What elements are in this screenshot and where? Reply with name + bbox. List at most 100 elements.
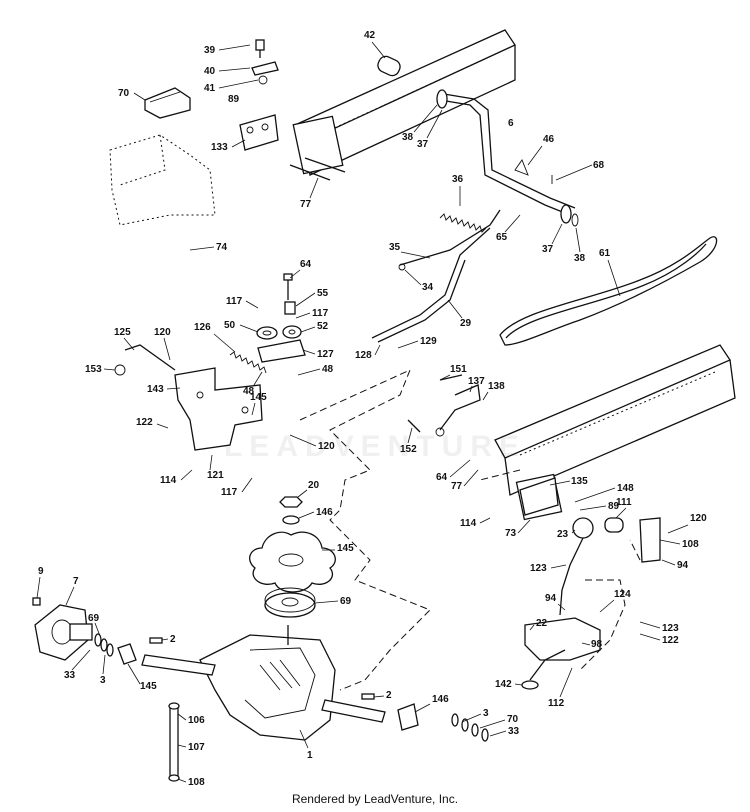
callout-20: 20 [308, 480, 320, 491]
callout-labels: 6 39 40 41 42 70 89 133 77 38 37 46 68 3… [36, 30, 707, 788]
callout-145-a: 145 [140, 681, 157, 692]
bolts-77 [289, 157, 346, 181]
credit-footer: Rendered by LeadVenture, Inc. [291, 792, 459, 806]
callout-114-b: 114 [460, 518, 477, 529]
callout-122: 122 [136, 417, 153, 428]
callout-68: 68 [593, 160, 605, 171]
callout-130: 128 [355, 350, 372, 361]
callout-40: 40 [204, 66, 216, 77]
callout-38-b: 38 [574, 253, 586, 264]
washers-right [451, 713, 489, 742]
rod-127 [114, 344, 176, 376]
callout-147: 146 [316, 507, 333, 518]
cover-70 [144, 87, 191, 119]
nut-20 [279, 496, 303, 508]
pulley-52 [282, 325, 302, 339]
callout-107: 107 [188, 742, 205, 753]
bushing-42 [377, 55, 401, 77]
callout-9: 9 [38, 566, 44, 577]
callout-58: 64 [436, 472, 448, 483]
callout-39: 39 [204, 45, 216, 56]
callout-35: 35 [389, 242, 401, 253]
fan-146 [249, 531, 336, 593]
key-2-right [361, 693, 375, 700]
spring-36 [439, 213, 487, 233]
callout-2-b: 2 [386, 690, 392, 701]
belt-56 [499, 236, 718, 346]
callout-69-b: 70 [507, 714, 519, 725]
hood-outline [109, 134, 216, 226]
callout-127: 125 [114, 327, 131, 338]
upper-frame-rail [292, 29, 516, 176]
callout-120-c: 120 [690, 513, 707, 524]
callout-112: 112 [548, 698, 565, 709]
callout-111: 111 [616, 497, 632, 508]
callout-126: 124 [614, 589, 631, 600]
callout-129: 127 [317, 349, 334, 360]
arm-129 [257, 339, 306, 363]
callout-148: 148 [617, 483, 634, 494]
callout-34: 34 [422, 282, 434, 293]
callout-146: 145 [337, 543, 354, 554]
callout-152: 152 [400, 444, 417, 455]
callout-6: 6 [508, 118, 514, 129]
callout-131: 129 [420, 336, 437, 347]
callout-89-b: 89 [608, 501, 620, 512]
bracket-132 [239, 114, 279, 151]
callout-133: 135 [571, 476, 588, 487]
spacer-55 [284, 301, 296, 315]
transaxle-1 [199, 625, 336, 741]
callout-48-b: 48 [322, 364, 334, 375]
callout-121: 121 [207, 470, 224, 481]
bolt-151 [439, 374, 463, 381]
callout-23: 23 [557, 529, 569, 540]
callout-55: 55 [317, 288, 329, 299]
callout-89-a: 89 [228, 94, 240, 105]
link-135 [435, 384, 481, 437]
plate-22 [524, 617, 601, 661]
callout-33-a: 33 [64, 670, 76, 681]
rod-107 [168, 702, 180, 782]
callout-7: 7 [73, 576, 79, 587]
callout-77-b: 77 [451, 481, 463, 492]
callout-123: 123 [530, 563, 547, 574]
rod-35 [398, 209, 501, 271]
callout-77-a: 77 [300, 199, 312, 210]
callout-142: 143 [147, 384, 164, 395]
callout-143: 145 [250, 392, 267, 403]
callout-22: 22 [536, 618, 548, 629]
watermark: LEADVENTURE [223, 430, 526, 463]
callout-128: 126 [194, 322, 211, 333]
arm-133 [519, 477, 559, 516]
callout-1: 1 [307, 750, 313, 761]
axle-left [141, 654, 216, 676]
callout-117-c: 117 [221, 487, 238, 498]
callout-56: 61 [599, 248, 611, 259]
callout-153: 153 [85, 364, 102, 375]
callout-37-b: 37 [542, 244, 554, 255]
callout-48-a: 48 [243, 386, 255, 397]
callout-120-b: 120 [318, 441, 335, 452]
bracket-98 [639, 517, 661, 563]
callout-151: 151 [450, 364, 467, 375]
callout-117-a: 117 [226, 296, 243, 307]
callout-125: 123 [662, 623, 679, 634]
callout-69-a: 69 [88, 613, 100, 624]
rod-138 [521, 649, 566, 690]
callout-70: 70 [118, 88, 130, 99]
lever-123 [559, 537, 584, 616]
callout-94-a: 94 [545, 593, 557, 604]
callout-106: 106 [188, 715, 205, 726]
hub-7 [34, 604, 93, 661]
spring-128 [229, 351, 267, 374]
callout-132: 133 [211, 142, 228, 153]
washer-147 [282, 515, 300, 525]
key-2-left [149, 637, 163, 644]
callout-3-b: 3 [483, 708, 489, 719]
callout-137: 138 [488, 381, 505, 392]
callout-94-b: 98 [591, 639, 603, 650]
callout-61: 69 [340, 596, 352, 607]
knob-23 [572, 517, 594, 539]
axle-right [321, 699, 386, 723]
